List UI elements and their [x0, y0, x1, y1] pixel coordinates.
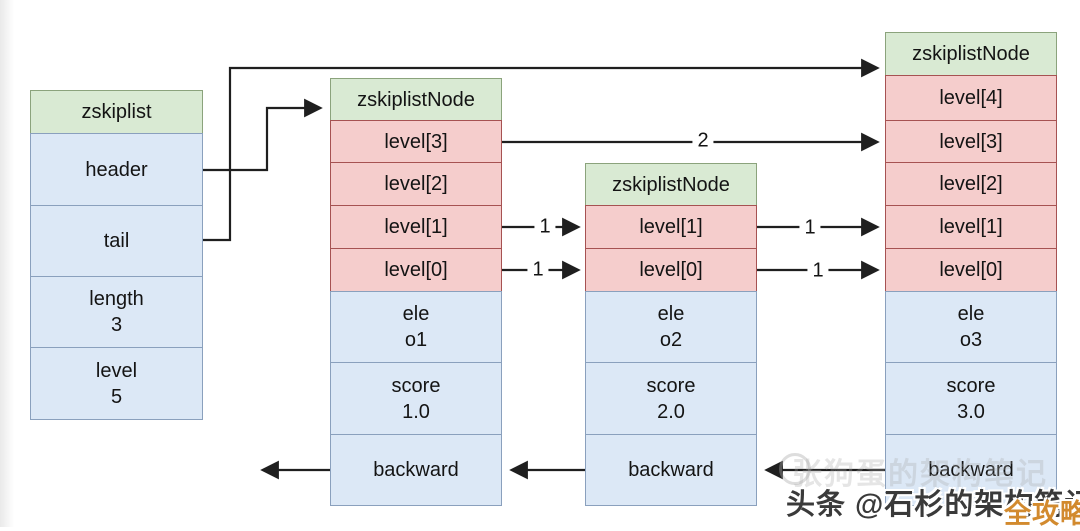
node2-level0: level[0] [585, 248, 757, 292]
arrow-header-to-node1 [203, 98, 323, 172]
node3-ele-value: o3 [959, 329, 983, 351]
span-label-n1-n2-level1: 1 [534, 215, 556, 239]
node3-level4-label: level[4] [939, 87, 1003, 109]
node3-ele: ele o3 [885, 291, 1057, 363]
zskiplist-level-label: level [95, 359, 138, 382]
span-label-n2-n3-level0: 1 [807, 259, 829, 283]
node3-level2: level[2] [885, 162, 1057, 206]
node1-ele-value: o1 [404, 329, 428, 351]
node3-backward-label: backward [928, 459, 1014, 481]
span-label-n2-n3-level1: 1 [799, 216, 821, 240]
node1-backward: backward [330, 434, 502, 506]
node1-title-label: zskiplistNode [357, 88, 475, 111]
node3-level0: level[0] [885, 248, 1057, 292]
zskiplist-field-header: header [30, 133, 203, 206]
node3-level4: level[4] [885, 75, 1057, 121]
node1-level3: level[3] [330, 120, 502, 163]
node2-level1: level[1] [585, 205, 757, 249]
node2-score-label: score [646, 374, 696, 397]
node1-level0-label: level[0] [384, 259, 448, 281]
node3-backward: backward [885, 434, 1057, 506]
zskiplist-level-value: 5 [110, 385, 123, 408]
node3-title-label: zskiplistNode [912, 43, 1030, 65]
node1-level3-label: level[3] [384, 130, 448, 153]
node3-score: score 3.0 [885, 362, 1057, 435]
node2-level1-label: level[1] [639, 216, 703, 238]
node3-title: zskiplistNode [885, 32, 1057, 76]
node3-score-value: 3.0 [957, 400, 985, 423]
zskiplist-title: zskiplist [30, 90, 203, 134]
node1-score-value: 1.0 [402, 400, 430, 423]
node2-title-label: zskiplistNode [612, 173, 730, 196]
node1-level2-label: level[2] [384, 173, 448, 195]
span-label-n1-n2-level0: 1 [527, 258, 549, 282]
zskiplist-header-label: header [85, 158, 148, 181]
node2-score-value: 2.0 [657, 400, 685, 423]
node2-backward-label: backward [628, 459, 714, 481]
node1-ele-label: ele [402, 303, 430, 325]
page-left-edge-shade [0, 0, 14, 527]
zskiplist-field-tail: tail [30, 205, 203, 277]
node1-score: score 1.0 [330, 362, 502, 435]
node1-level2: level[2] [330, 162, 502, 206]
node1-level1-label: level[1] [384, 216, 448, 238]
watermark-main-text: 头条 @石杉的架构笔记 [786, 489, 1080, 521]
watermark-badge-text: 全攻略 [1004, 499, 1080, 529]
node1-score-label: score [391, 374, 441, 397]
zskiplist-field-length: length 3 [30, 276, 203, 348]
node2-ele: ele o2 [585, 291, 757, 363]
node3-level3: level[3] [885, 120, 1057, 163]
node1-level0: level[0] [330, 248, 502, 292]
zskiplist-tail-label: tail [103, 230, 130, 252]
node3-level3-label: level[3] [939, 130, 1003, 153]
node2-level0-label: level[0] [639, 259, 703, 281]
node3-level1-label: level[1] [939, 216, 1003, 238]
node1-ele: ele o1 [330, 291, 502, 363]
node2-title: zskiplistNode [585, 163, 757, 206]
node1-level1: level[1] [330, 205, 502, 249]
node2-score: score 2.0 [585, 362, 757, 435]
zskiplist-length-value: 3 [110, 314, 123, 336]
span-label-level3: 2 [692, 129, 714, 153]
zskiplist-title-label: zskiplist [81, 101, 152, 123]
watermark-faint-text: 张狗蛋的架构笔记 [792, 458, 1048, 491]
node2-backward: backward [585, 434, 757, 506]
node2-ele-label: ele [657, 303, 685, 325]
node1-title: zskiplistNode [330, 78, 502, 121]
arrow-tail-to-node3 [203, 58, 880, 242]
node3-level1: level[1] [885, 205, 1057, 249]
node1-backward-label: backward [373, 459, 459, 481]
node3-level0-label: level[0] [939, 259, 1003, 281]
node3-ele-label: ele [957, 303, 985, 325]
zskiplist-length-label: length [89, 288, 144, 310]
node3-level2-label: level[2] [939, 173, 1003, 195]
node2-ele-value: o2 [659, 329, 683, 351]
zskiplist-field-level: level 5 [30, 347, 203, 420]
node3-score-label: score [946, 374, 996, 397]
